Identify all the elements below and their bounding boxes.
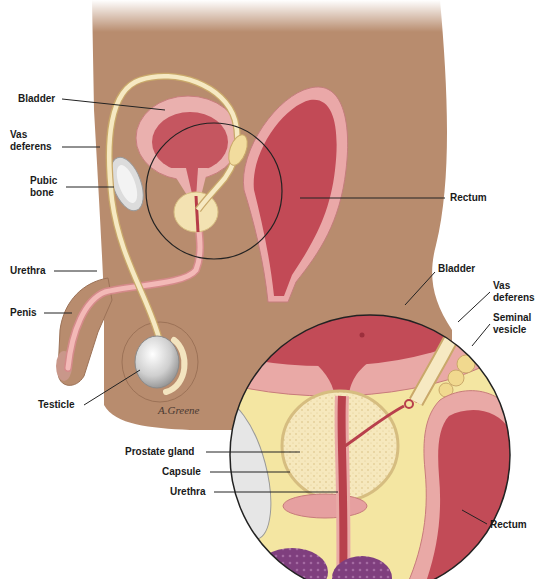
- part-label: Rectum: [450, 192, 487, 204]
- part-label: Rectum: [490, 519, 527, 531]
- part-label: Penis: [10, 307, 37, 319]
- part-label: Vas deferens: [10, 129, 60, 153]
- part-label: Capsule: [162, 466, 201, 478]
- part-label: Testicle: [38, 399, 75, 411]
- artist-signature: A.Greene: [158, 404, 199, 416]
- part-label: Pubic bone: [30, 175, 66, 199]
- part-label: Urethra: [10, 265, 46, 277]
- part-label: Prostate gland: [125, 446, 194, 458]
- part-label: Seminal vesicle: [493, 312, 541, 336]
- magnified-inset: [118, 204, 542, 579]
- part-label: Vas deferens: [493, 280, 541, 304]
- leader-lines: [44, 99, 490, 524]
- part-label: Bladder: [18, 93, 55, 105]
- body-silhouette: [0, 0, 544, 430]
- part-label: Bladder: [438, 263, 475, 275]
- part-label: Urethra: [170, 486, 206, 498]
